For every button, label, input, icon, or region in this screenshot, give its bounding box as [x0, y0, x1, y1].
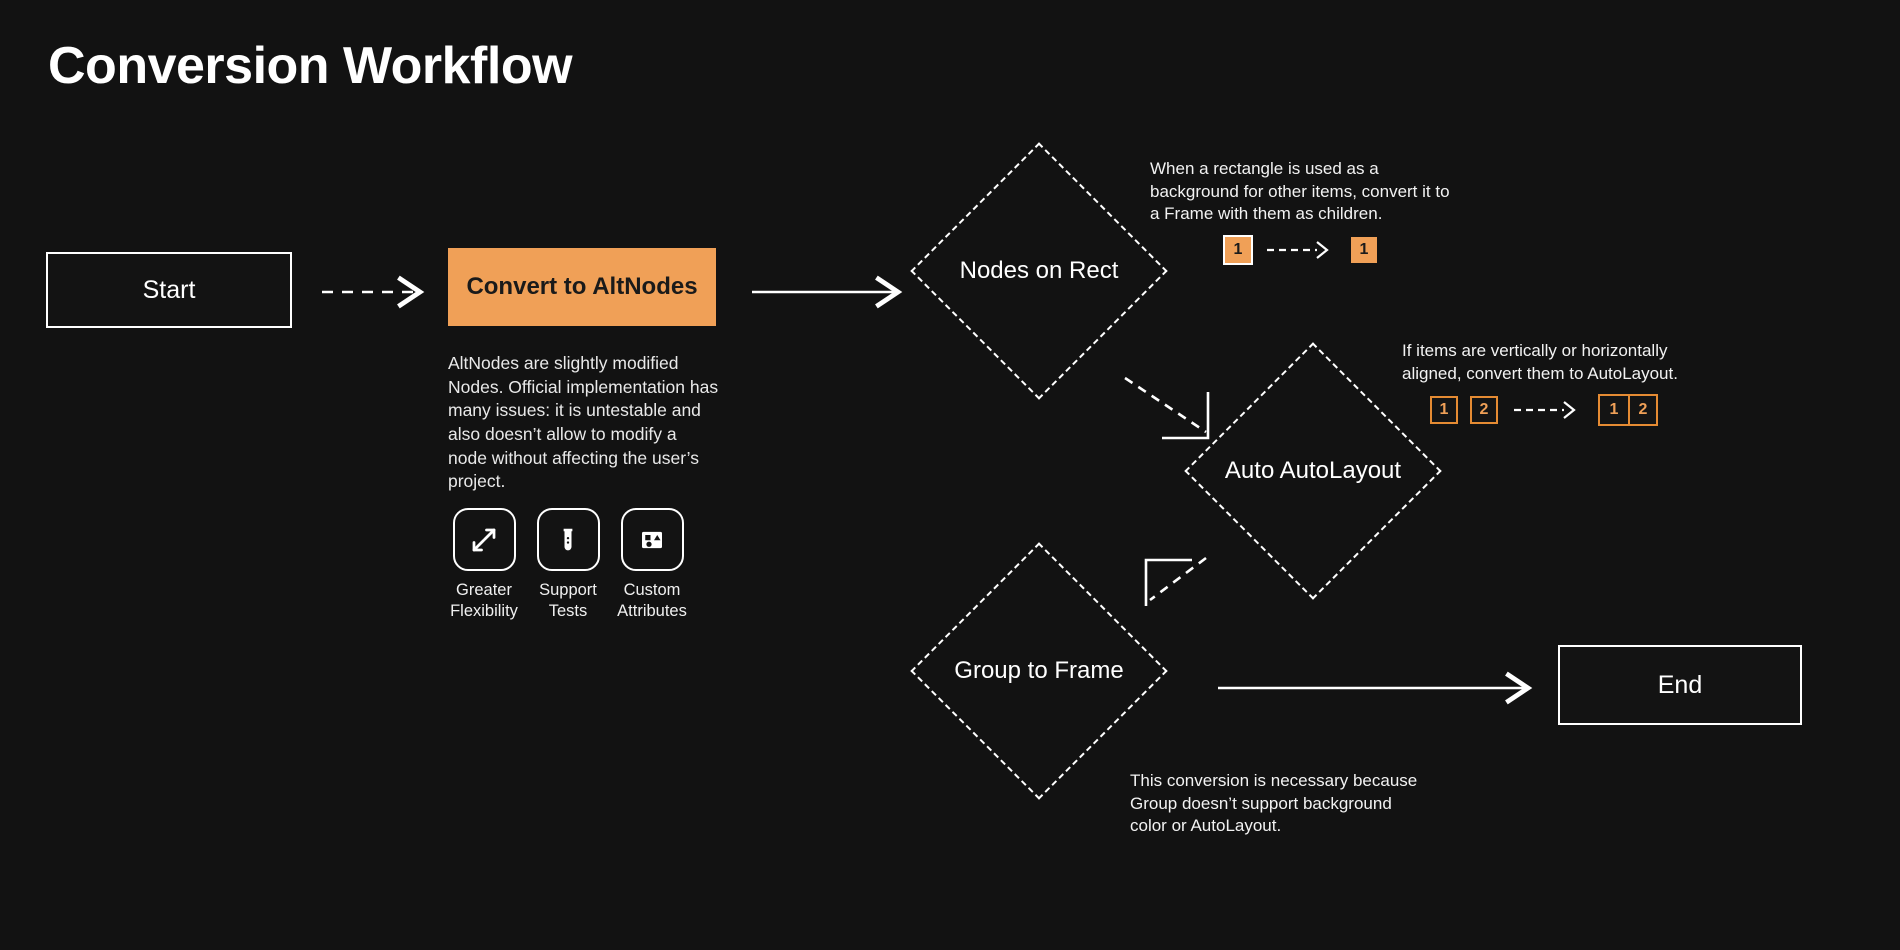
badge-demo-auto-autolayout: 1 2 1 2	[1430, 394, 1658, 426]
altnodes-description: AltNodes are slightly modified Nodes. Of…	[448, 353, 719, 492]
badge-after-2-label: 2	[1638, 401, 1648, 418]
badge-after-1: 1	[1351, 237, 1377, 263]
badge-after-1-label: 1	[1609, 401, 1619, 418]
feature-support-tests-label: Support Tests	[539, 581, 597, 620]
test-tube-icon	[536, 508, 600, 571]
badge-demo-nodes-on-rect: 1 1	[1223, 235, 1377, 265]
annotation-auto-autolayout: If items are vertically or horizontally …	[1402, 341, 1678, 383]
badge-before-2: 2	[1470, 396, 1498, 424]
node-group-to-frame[interactable]: Group to Frame	[910, 542, 1168, 800]
node-nodes-on-rect-label: Nodes on Rect	[959, 257, 1119, 284]
badge-after-1-label: 1	[1359, 241, 1369, 258]
node-auto-autolayout-label: Auto AutoLayout	[1224, 457, 1402, 484]
dashed-arrow-icon	[1267, 241, 1329, 259]
node-nodes-on-rect[interactable]: Nodes on Rect	[910, 142, 1168, 400]
badge-after-1: 1	[1600, 396, 1628, 424]
expand-arrows-icon	[452, 508, 516, 571]
badge-before-1: 1	[1430, 396, 1458, 424]
badge-before-2-label: 2	[1479, 401, 1489, 418]
node-end[interactable]: End	[1558, 645, 1802, 725]
node-convert-to-altnodes-label: Convert to AltNodes	[466, 273, 698, 300]
shapes-frame-icon	[620, 508, 684, 571]
badge-after-2: 2	[1628, 396, 1656, 424]
annotation-nodes-on-rect: When a rectangle is used as a background…	[1150, 159, 1450, 224]
feature-greater-flexibility-label: Greater Flexibility	[450, 581, 518, 620]
node-convert-to-altnodes[interactable]: Convert to AltNodes	[448, 248, 716, 326]
feature-list: Greater Flexibility Support Tests	[450, 508, 687, 621]
annotation-group-to-frame: This conversion is necessary because Gro…	[1130, 771, 1418, 836]
badge-before-1: 1	[1223, 235, 1253, 265]
feature-custom-attributes-label: Custom Attributes	[617, 581, 687, 620]
page-title: Conversion Workflow	[48, 37, 573, 95]
connector-autolayout-to-group	[1149, 556, 1207, 602]
node-start[interactable]: Start	[46, 252, 292, 328]
node-start-label: Start	[142, 275, 196, 304]
badge-before-1-label: 1	[1233, 241, 1243, 258]
node-group-to-frame-label: Group to Frame	[954, 657, 1124, 684]
connector-rect-to-autolayout	[1124, 376, 1207, 434]
node-end-label: End	[1657, 670, 1703, 699]
badge-before-1-label: 1	[1439, 401, 1449, 418]
feature-greater-flexibility[interactable]: Greater Flexibility	[450, 508, 518, 621]
dashed-arrow-icon	[1514, 401, 1576, 419]
feature-custom-attributes[interactable]: Custom Attributes	[617, 508, 687, 621]
connector-rect-to-autolayout-head	[1162, 392, 1210, 440]
feature-support-tests[interactable]: Support Tests	[536, 508, 600, 621]
connector-autolayout-to-group-head	[1144, 558, 1192, 606]
badge-after-group: 1 2	[1598, 394, 1658, 426]
node-auto-autolayout[interactable]: Auto AutoLayout	[1184, 342, 1442, 600]
